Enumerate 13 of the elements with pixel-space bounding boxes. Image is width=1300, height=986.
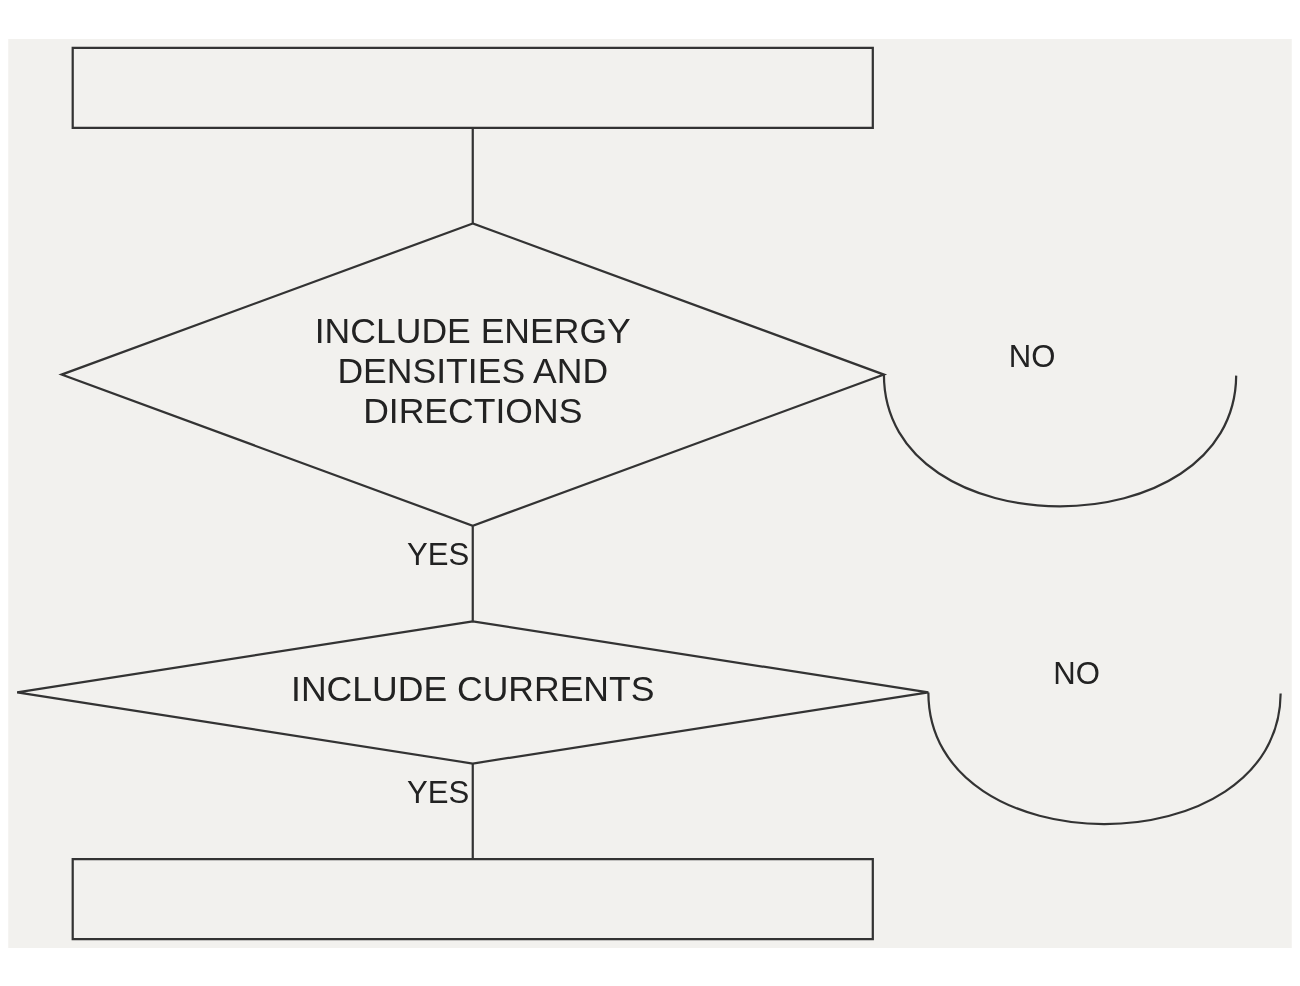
node-diamond: INCLUDE CURRENTS <box>16 619 930 765</box>
edge-label: YES <box>407 774 470 810</box>
connector <box>471 525 474 621</box>
node-box <box>71 857 874 940</box>
connector <box>471 127 474 223</box>
node-diamond: INCLUDE ENERGY DENSITIES AND DIRECTIONS <box>58 221 888 527</box>
edge-label: NO <box>1008 338 1056 374</box>
edge-label: YES <box>407 536 470 572</box>
connector <box>471 763 474 859</box>
node-box <box>71 46 874 129</box>
edge-label: NO <box>1053 655 1100 691</box>
connector <box>882 373 1238 507</box>
connector <box>927 691 1282 825</box>
